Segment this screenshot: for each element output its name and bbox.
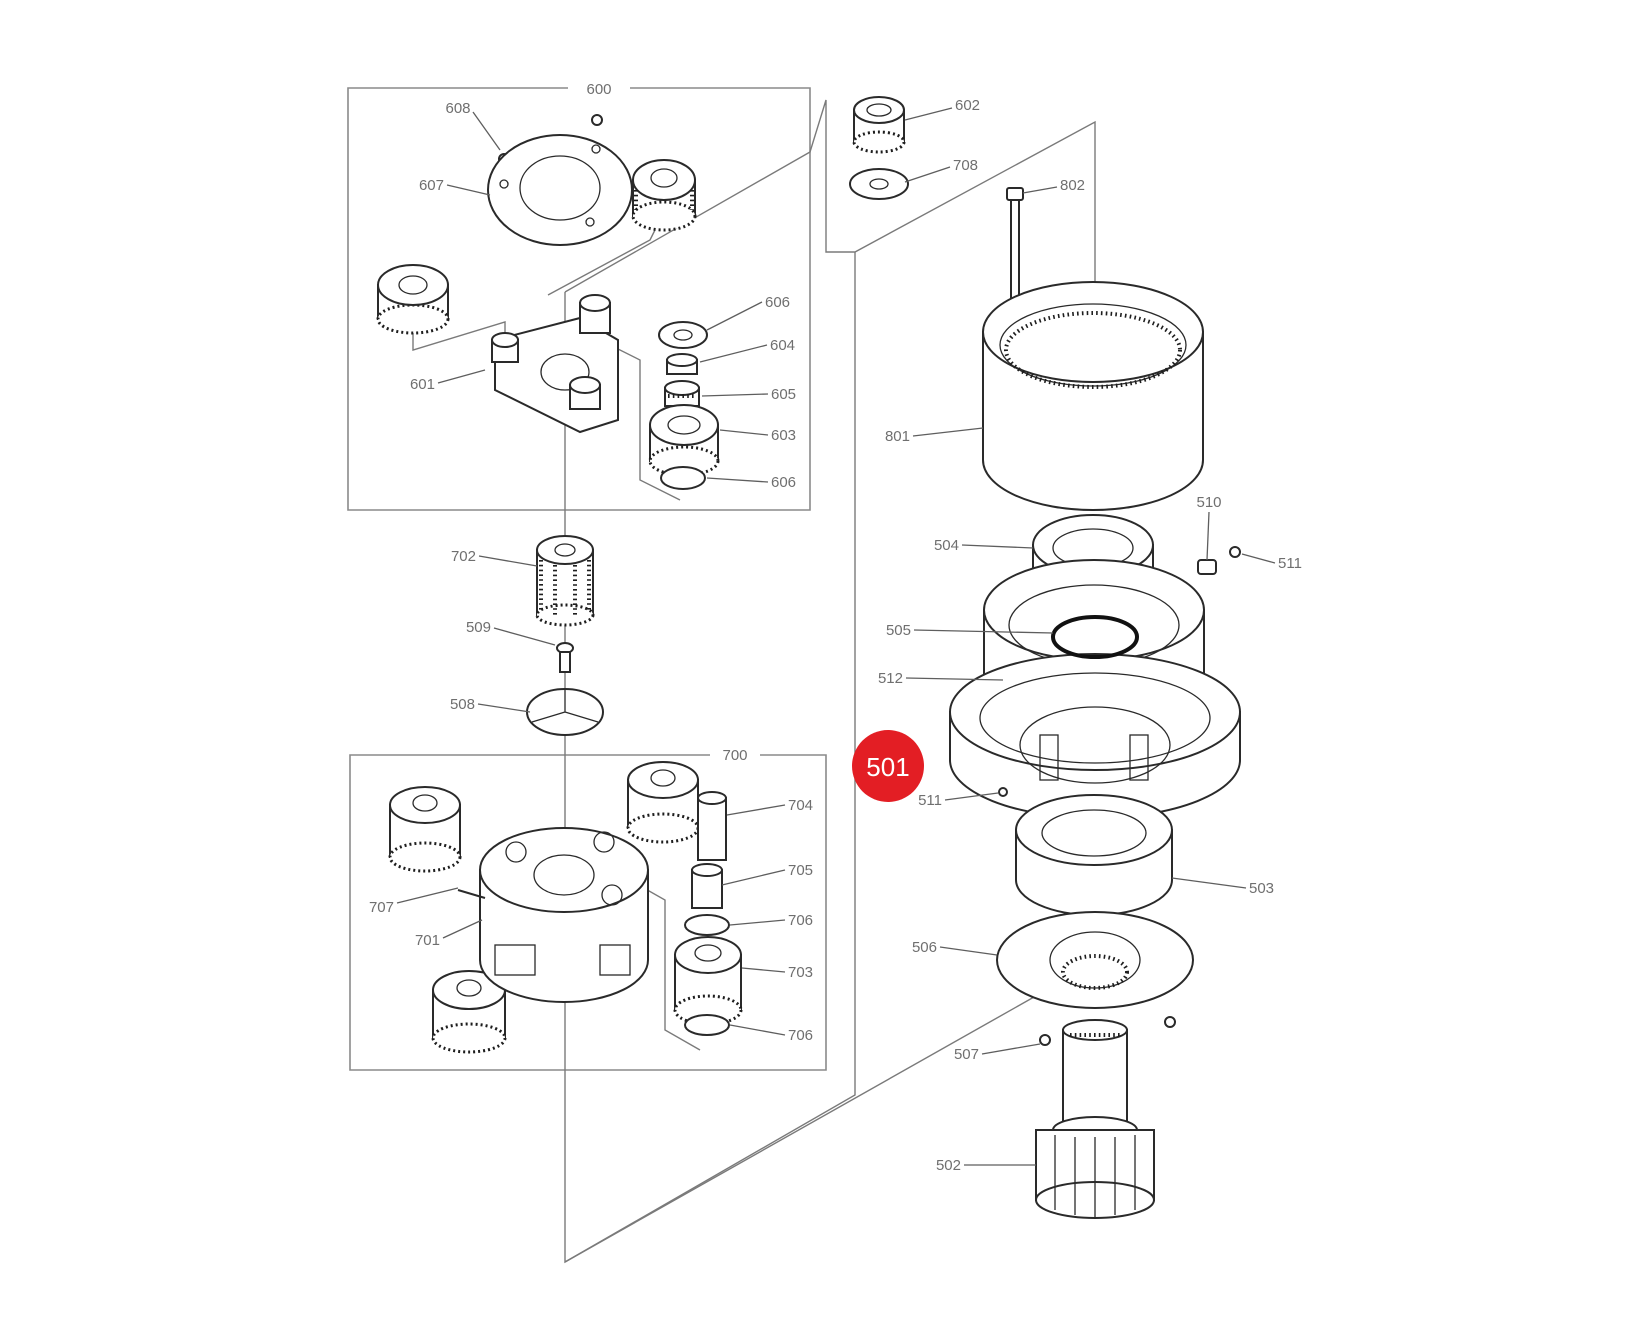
label-508: 508	[450, 696, 475, 713]
label-706-bottom: 706	[788, 1027, 813, 1044]
sun-gear-702	[535, 535, 595, 627]
bolt-507	[1039, 1016, 1176, 1046]
label-506: 506	[912, 939, 937, 956]
label-511-bottom: 511	[918, 792, 942, 809]
label-605: 605	[771, 386, 796, 403]
bolt-509	[556, 642, 574, 673]
label-701: 701	[415, 932, 440, 949]
planet-gear-600-b	[376, 264, 450, 335]
label-702: 702	[451, 548, 476, 565]
plug-510	[1197, 559, 1217, 575]
label-603: 603	[771, 427, 796, 444]
label-507: 507	[954, 1046, 979, 1063]
ring-gear-801	[982, 281, 1204, 511]
screw-511-top	[1229, 546, 1241, 558]
bolt-802	[1006, 187, 1024, 304]
part-labels: 600 700 608 607 602 708 802 601 606 604 …	[369, 81, 1302, 1174]
thrust-washer-706-bottom	[684, 1014, 730, 1036]
planet-gear-700-a	[388, 786, 462, 873]
highlight-marker-501[interactable]: 501	[852, 730, 924, 802]
housing-501	[949, 559, 1241, 819]
thrust-plate-508	[526, 688, 604, 736]
planet-gear-603	[648, 404, 720, 477]
plate-607	[487, 134, 633, 246]
label-503: 503	[1249, 880, 1274, 897]
planet-gear-600-a	[631, 159, 697, 232]
label-608: 608	[445, 100, 470, 117]
planet-gear-703	[673, 936, 743, 1026]
label-708: 708	[953, 157, 978, 174]
bearing-503	[1015, 794, 1173, 916]
label-511-top: 511	[1278, 555, 1302, 572]
label-504: 504	[934, 537, 959, 554]
cover-506	[996, 911, 1194, 1009]
label-606-top: 606	[765, 294, 790, 311]
carrier-601	[491, 294, 619, 434]
planet-gear-700-b	[626, 761, 700, 844]
shaft-704	[697, 791, 727, 861]
label-703: 703	[788, 964, 813, 981]
leader-lines	[396, 107, 1276, 1166]
group-label-600: 600	[586, 81, 611, 98]
label-512: 512	[878, 670, 903, 687]
ring-604	[666, 353, 698, 375]
planet-gear-700-c	[431, 970, 507, 1054]
pin-707	[457, 889, 486, 899]
bushing-705	[691, 863, 723, 909]
seal-505	[1051, 615, 1139, 659]
gear-602	[852, 96, 906, 154]
thrust-washer-606-top	[658, 321, 708, 349]
label-704: 704	[788, 797, 813, 814]
highlight-circle[interactable]	[852, 730, 924, 802]
label-707: 707	[369, 899, 394, 916]
needle-bearing-605	[664, 380, 700, 407]
label-705: 705	[788, 862, 813, 879]
label-509: 509	[466, 619, 491, 636]
label-606-bottom: 606	[771, 474, 796, 491]
label-505: 505	[886, 622, 911, 639]
label-607: 607	[419, 177, 444, 194]
screw-511-bottom	[998, 787, 1008, 797]
highlight-label: 501	[866, 752, 909, 782]
pinion-shaft-502	[1035, 1019, 1155, 1219]
label-502: 502	[936, 1157, 961, 1174]
label-602: 602	[955, 97, 980, 114]
group-label-700: 700	[722, 747, 747, 764]
label-706-top: 706	[788, 912, 813, 929]
carrier-701	[479, 827, 649, 1003]
label-801: 801	[885, 428, 910, 445]
label-802: 802	[1060, 177, 1085, 194]
label-510: 510	[1196, 494, 1221, 511]
group-600-frame	[347, 87, 811, 511]
thrust-washer-706-top	[684, 914, 730, 936]
label-604: 604	[770, 337, 795, 354]
group-700-frame	[349, 754, 827, 1071]
label-601: 601	[410, 376, 435, 393]
thrust-washer-606-bottom	[660, 466, 706, 490]
washer-708	[849, 168, 909, 200]
